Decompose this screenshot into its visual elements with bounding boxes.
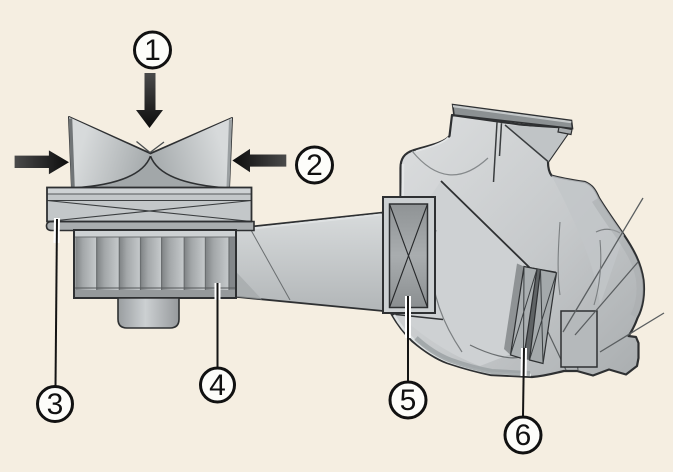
svg-text:6: 6: [515, 419, 532, 452]
svg-text:1: 1: [144, 34, 161, 67]
svg-text:3: 3: [47, 388, 64, 421]
svg-text:4: 4: [209, 369, 226, 402]
svg-text:2: 2: [306, 149, 323, 182]
svg-text:5: 5: [400, 384, 417, 417]
